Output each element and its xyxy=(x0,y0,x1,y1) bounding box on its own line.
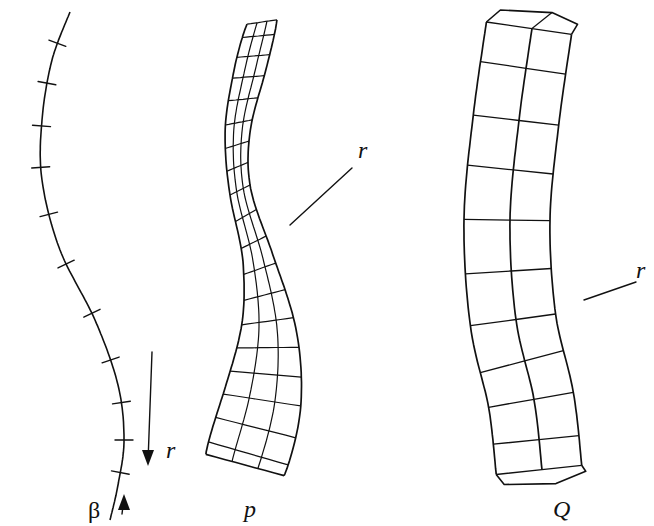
symbol-label: β xyxy=(88,498,100,522)
tube-section xyxy=(481,62,566,75)
tick-mark xyxy=(102,357,119,363)
surface-gridline xyxy=(230,371,301,377)
tube-edge xyxy=(510,29,542,470)
tube-cap xyxy=(486,10,577,34)
surface-gridline xyxy=(216,417,296,437)
surface-gridline xyxy=(236,210,257,222)
tube-section xyxy=(465,269,551,274)
tick-mark xyxy=(40,212,57,216)
tick-mark xyxy=(58,260,74,268)
surface-gridline xyxy=(241,236,266,249)
tube-cap xyxy=(496,465,586,484)
surface-gridline xyxy=(223,394,301,406)
tick-mark xyxy=(38,82,56,85)
tick-mark xyxy=(32,167,50,168)
surface-gridline xyxy=(233,76,265,79)
surface-gridline xyxy=(209,442,289,465)
surface-gridline xyxy=(230,185,250,195)
arrow-head xyxy=(118,494,130,510)
surface-gridline xyxy=(206,24,247,454)
tick-mark xyxy=(49,40,66,46)
tube-edge xyxy=(550,34,582,465)
surface-gridline xyxy=(227,162,248,171)
symbol-label: r xyxy=(636,258,645,282)
tube-section xyxy=(496,465,582,474)
surface-gridline xyxy=(247,20,277,24)
surface-gridline xyxy=(237,55,270,58)
surface-gridline xyxy=(242,34,274,37)
tube-section xyxy=(489,392,574,407)
symbol-label: r xyxy=(166,438,175,462)
surface-gridline xyxy=(248,20,302,476)
tick-mark xyxy=(113,401,131,404)
tick-mark xyxy=(111,471,129,474)
tube-section xyxy=(470,314,555,326)
symbol-label: Q xyxy=(553,497,570,521)
leader-line xyxy=(290,168,352,225)
leader-line xyxy=(584,282,636,300)
surface-gridline xyxy=(225,120,252,125)
tube-cap xyxy=(532,13,552,29)
tube-section xyxy=(468,165,554,174)
surface-gridline xyxy=(242,318,294,325)
tube-section xyxy=(493,436,579,445)
space-curve xyxy=(40,12,124,520)
surface-gridline xyxy=(244,263,276,274)
tube-section xyxy=(473,115,558,125)
surface-gridline xyxy=(244,290,285,301)
surface-edge xyxy=(206,454,284,475)
symbol-label: r xyxy=(358,138,367,162)
tick-mark xyxy=(115,439,133,440)
arrow-head xyxy=(142,450,154,466)
symbol-label: p xyxy=(244,497,256,521)
dimension-line xyxy=(148,352,152,462)
surface-gridline xyxy=(228,98,258,101)
surface-gridline xyxy=(237,347,299,349)
tube-section xyxy=(464,219,550,220)
tick-mark xyxy=(33,125,51,126)
tick-mark xyxy=(84,309,100,317)
surface-gridline xyxy=(225,141,249,148)
tube-section xyxy=(480,351,563,373)
tube-section xyxy=(486,22,571,34)
